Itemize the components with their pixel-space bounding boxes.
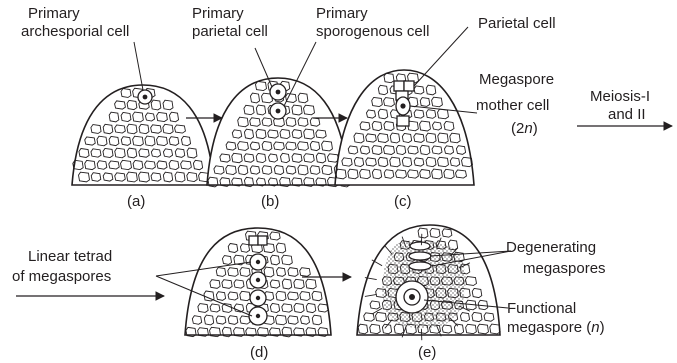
degenerating-megaspores — [409, 242, 431, 270]
primary-sporogenous-nucleus — [276, 109, 281, 114]
caption-e: (e) — [418, 344, 436, 361]
tetrad-parietal-right — [258, 236, 267, 245]
label-primary-archesporial-line1: Primary — [28, 5, 80, 22]
megaspore-2-nucleus — [256, 278, 260, 282]
megaspore-3-nucleus — [256, 296, 260, 300]
label-meiosis-line2: and II — [608, 106, 646, 123]
caption-c: (c) — [394, 193, 412, 210]
caption-d: (d) — [250, 344, 268, 361]
label-tetrad-line1: Linear tetrad — [28, 248, 112, 265]
stage-e-nucellus — [357, 225, 500, 340]
tetrad-parietal-left — [249, 236, 258, 245]
label-primary-archesporial-line2: archesporial cell — [21, 23, 129, 40]
caption-b: (b) — [261, 193, 279, 210]
megaspore-1-nucleus — [256, 260, 260, 264]
stage-a-nucellus — [72, 85, 214, 185]
label-primary-sporogenous-line1: Primary — [316, 5, 368, 22]
label-mmc-line2: mother cell — [476, 97, 549, 114]
parietal-cell-left — [394, 81, 404, 91]
megaspore-mother-nucleus — [400, 103, 405, 108]
label-primary-parietal-line1: Primary — [192, 5, 244, 22]
label-parietal-cell: Parietal cell — [478, 15, 556, 32]
archesporial-nucleus — [143, 95, 148, 100]
caption-a: (a) — [127, 193, 145, 210]
label-tetrad-line2: of megaspores — [12, 268, 111, 285]
label-functional-line2: megaspore (n) — [507, 319, 605, 336]
label-mmc-line3: (2n) — [511, 120, 538, 137]
label-primary-sporogenous-line2: sporogenous cell — [316, 23, 429, 40]
stage-c-nucellus — [335, 70, 474, 185]
label-mmc-line1: Megaspore — [479, 71, 554, 88]
functional-megaspore-nucleus — [409, 294, 415, 300]
label-primary-parietal-line2: parietal cell — [192, 23, 268, 40]
label-functional-line1: Functional — [507, 300, 576, 317]
pointer-archesporial — [134, 42, 143, 90]
megaspore-4-nucleus — [256, 314, 260, 318]
primary-parietal-nucleus — [276, 90, 281, 95]
stage-b-nucellus — [207, 78, 350, 187]
label-degenerating-line2: megaspores — [523, 260, 606, 277]
basal-cell — [397, 116, 409, 126]
stage-d-nucellus — [185, 228, 331, 337]
label-degenerating-line1: Degenerating — [506, 239, 596, 256]
label-meiosis-line1: Meiosis-I — [590, 88, 650, 105]
parietal-cell-right — [404, 81, 414, 91]
